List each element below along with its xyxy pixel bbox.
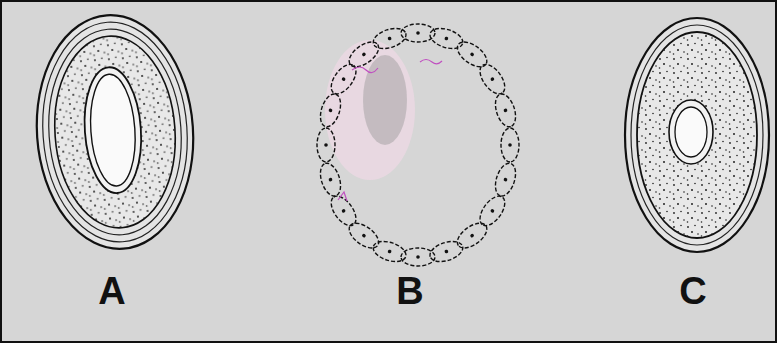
- figure-letter: C: [679, 272, 706, 310]
- figure-letter: B: [396, 272, 423, 310]
- vein-section: [625, 18, 769, 252]
- capillary-section: [317, 24, 520, 266]
- figure-letter: A: [98, 272, 125, 310]
- artery-section: [29, 10, 201, 254]
